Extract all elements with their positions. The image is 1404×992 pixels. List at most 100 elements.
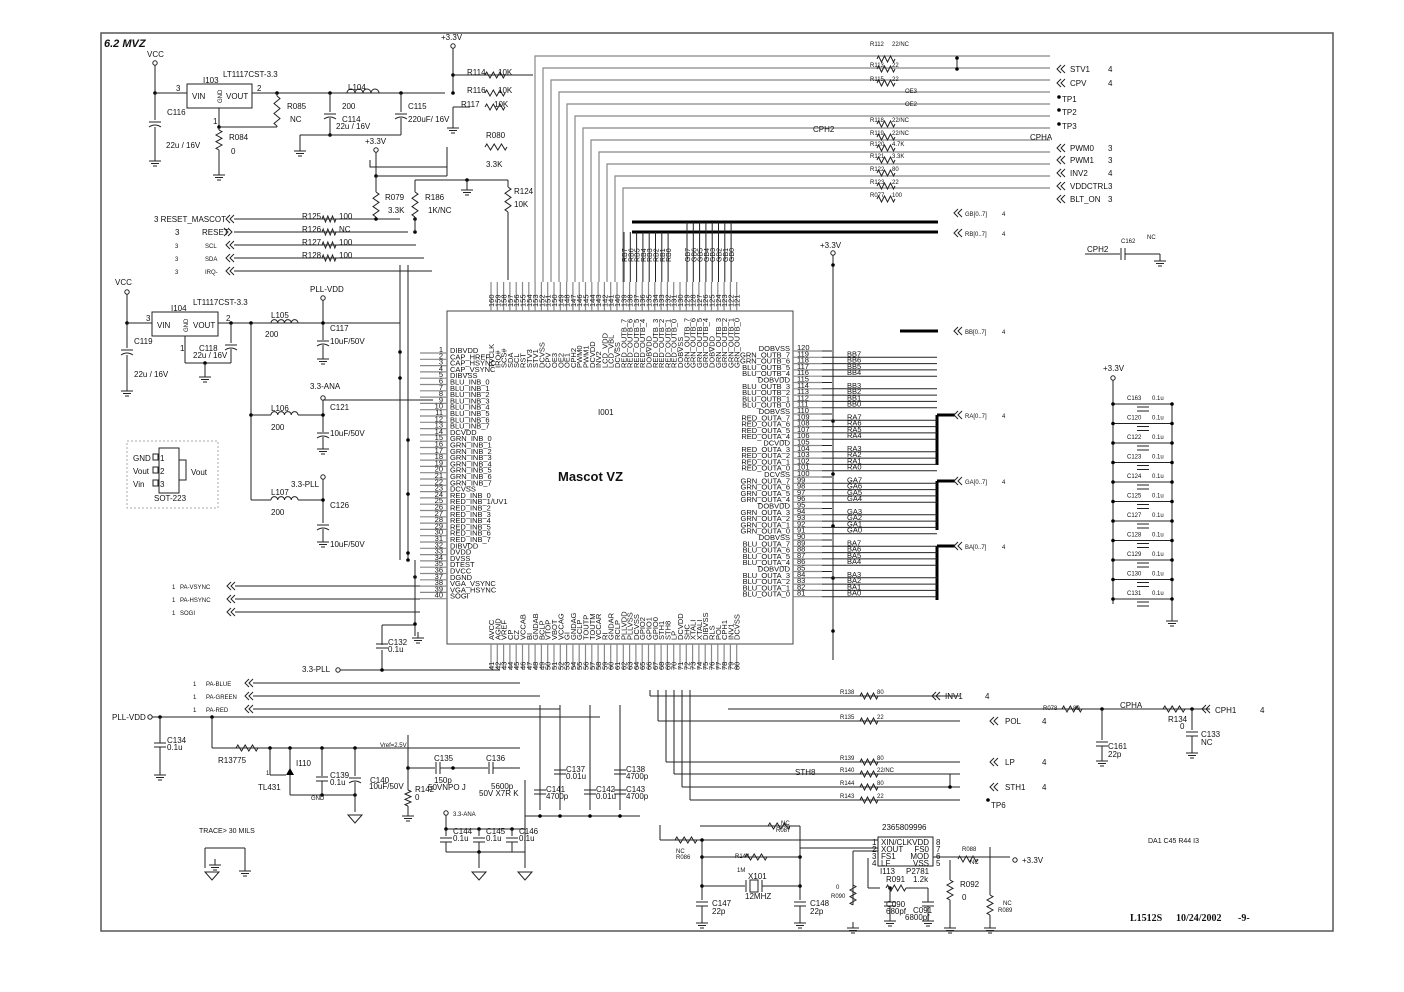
r078-icon bbox=[1061, 704, 1083, 714]
label: R124 bbox=[514, 187, 534, 196]
port-arrow-icon[interactable] bbox=[931, 691, 941, 701]
port-arrow-icon[interactable] bbox=[989, 716, 999, 726]
chip-pin-name: BLU_INB_7 bbox=[450, 422, 490, 431]
port-arrow-icon[interactable] bbox=[1056, 143, 1066, 153]
label: R13775 bbox=[218, 756, 247, 765]
ground-triangle bbox=[470, 871, 488, 881]
port-in-arrow-icon[interactable] bbox=[226, 594, 236, 604]
port-arrow-icon[interactable] bbox=[1056, 194, 1066, 204]
decoupling-cap-icon bbox=[1137, 601, 1149, 607]
signal-route bbox=[590, 139, 1050, 282]
signal-route bbox=[598, 151, 1050, 282]
regulator-i103[interactable] bbox=[186, 83, 253, 109]
chip-pin-number: 23 bbox=[435, 484, 443, 493]
res-val: 22 bbox=[892, 63, 899, 69]
decoupling-cap-icon bbox=[1137, 445, 1149, 451]
chip-pin-number: 154 bbox=[525, 294, 534, 307]
bus-port-arrow-icon[interactable] bbox=[953, 228, 963, 238]
chip-net-label: BA2 bbox=[847, 576, 861, 585]
sot223-pad bbox=[152, 453, 159, 461]
chip-pin-name: BLU_OUTB_1 bbox=[742, 394, 790, 403]
power-terminal bbox=[1012, 857, 1018, 863]
port-arrow-icon[interactable] bbox=[1056, 168, 1066, 178]
ground-icon bbox=[239, 870, 251, 877]
label: 10uF/50V bbox=[330, 540, 365, 549]
chip-pin-name: RED_INB_7 bbox=[450, 535, 491, 544]
c139-icon bbox=[316, 776, 328, 782]
c116-icon bbox=[148, 121, 162, 128]
components bbox=[120, 54, 1211, 934]
chip-pin-number: 78 bbox=[720, 662, 729, 670]
chip-pin-number: 8 bbox=[439, 389, 443, 398]
chip-net-label: RB0 bbox=[666, 248, 673, 262]
res-ref: R118 bbox=[870, 118, 885, 124]
chip-net-label: GB3 bbox=[710, 248, 717, 262]
bus-port-arrow-icon[interactable] bbox=[953, 476, 963, 486]
label: R079 bbox=[385, 193, 405, 202]
bus-port-arrow-icon[interactable] bbox=[953, 410, 963, 420]
chip-pin-name: CAP_HSYNC bbox=[450, 359, 496, 368]
port-out-arrow-icon[interactable] bbox=[223, 227, 233, 237]
chip-pin-name: BLU_OUTB_5 bbox=[742, 363, 790, 372]
chip-pin-number: 59 bbox=[600, 662, 609, 670]
mascot-vz-chip[interactable]: I001 Mascot VZ bbox=[446, 310, 794, 645]
port-arrow-icon[interactable] bbox=[1056, 181, 1066, 191]
chip-net-label: RA0 bbox=[847, 463, 862, 472]
port-in-arrow-icon[interactable] bbox=[225, 240, 235, 250]
chip-net-label: GA7 bbox=[847, 475, 862, 484]
bus-sheet: 4 bbox=[1002, 545, 1006, 551]
port-in-arrow-icon[interactable] bbox=[244, 678, 254, 688]
label: L104 bbox=[348, 83, 366, 92]
chip-pin-number: 130 bbox=[676, 294, 685, 307]
port-in-arrow-icon[interactable] bbox=[225, 266, 235, 276]
chip-pin-name: BLU_INB_5 bbox=[450, 409, 490, 418]
chip-pin-name: BLU_INB_6 bbox=[450, 415, 490, 424]
port-in-arrow-icon[interactable] bbox=[225, 253, 235, 263]
port-in-arrow-icon[interactable] bbox=[226, 607, 236, 617]
port-arrow-icon[interactable] bbox=[989, 782, 999, 792]
pin-num: 7 bbox=[936, 845, 941, 854]
cap-plate bbox=[348, 780, 362, 784]
label: 50VNPO J bbox=[428, 783, 466, 792]
port-arrow-icon[interactable] bbox=[1056, 64, 1066, 74]
bus-port-arrow-icon[interactable] bbox=[953, 541, 963, 551]
junction-dot bbox=[1111, 597, 1115, 601]
chip-pin-name: RED_INB_4 bbox=[450, 516, 491, 525]
chip-pin-number: 54 bbox=[569, 662, 578, 670]
bus-port-arrow-icon[interactable] bbox=[953, 208, 963, 218]
port-in-arrow-icon[interactable] bbox=[225, 214, 235, 224]
port-in-arrow-icon[interactable] bbox=[244, 704, 254, 714]
chip-pin-number: 9 bbox=[439, 395, 443, 404]
c144-icon bbox=[440, 837, 452, 843]
chip-net-label: RA4 bbox=[847, 431, 862, 440]
port-in-arrow-icon[interactable] bbox=[226, 581, 236, 591]
port-arrow-icon[interactable] bbox=[1201, 704, 1211, 714]
junction-dot bbox=[1170, 421, 1174, 426]
chip-pin-name: DIBVSS bbox=[450, 371, 478, 380]
signal-route bbox=[542, 67, 1050, 282]
bus-port-arrow-icon[interactable] bbox=[953, 326, 963, 336]
port-arrow-icon[interactable] bbox=[1056, 155, 1066, 165]
clock-generator-i113[interactable] bbox=[877, 836, 934, 867]
label: C145 bbox=[486, 827, 506, 836]
wires bbox=[124, 43, 1210, 928]
port-pwm0: PWM0 bbox=[1070, 144, 1095, 153]
label: 1 bbox=[160, 454, 165, 463]
label: R088 bbox=[962, 847, 977, 853]
regulator-i104[interactable] bbox=[151, 311, 219, 337]
cap-plate bbox=[394, 116, 408, 120]
ground-icon bbox=[412, 637, 424, 644]
chip-pin-name: GRN_INB_2 bbox=[450, 447, 492, 456]
c137-icon bbox=[554, 769, 566, 775]
chip-pin-number: 89 bbox=[797, 538, 805, 547]
chip-pin-number: 119 bbox=[797, 349, 809, 358]
v33-label: +3.3V bbox=[365, 137, 387, 146]
chip-pin-number: 97 bbox=[797, 488, 805, 497]
port-arrow-icon[interactable] bbox=[1056, 78, 1066, 88]
chip-pin-number: 88 bbox=[797, 545, 805, 554]
chip-pin-number: 30 bbox=[435, 528, 443, 537]
port-in-arrow-icon[interactable] bbox=[244, 691, 254, 701]
label: C142 bbox=[596, 785, 616, 794]
port-arrow-icon[interactable] bbox=[989, 757, 999, 767]
